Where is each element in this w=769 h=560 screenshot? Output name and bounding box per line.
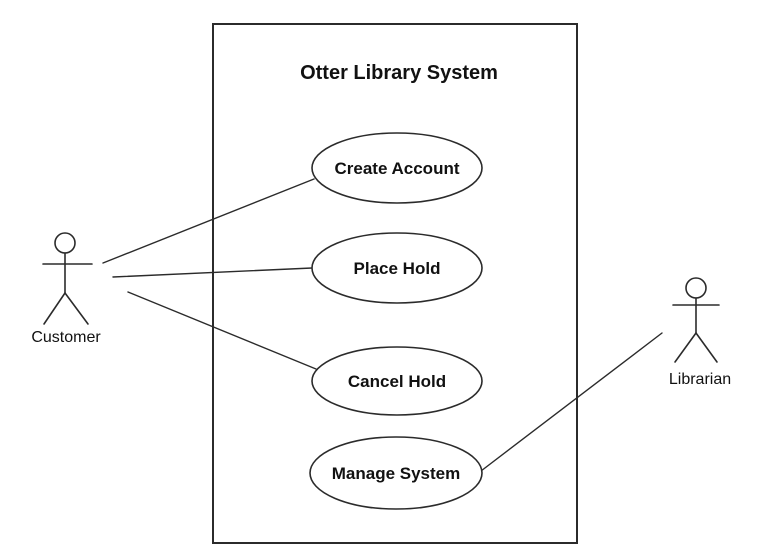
use-case-label-create-account: Create Account (334, 159, 459, 178)
association-customer-cancel-hold (127, 291, 317, 370)
use-case-label-place-hold: Place Hold (354, 259, 441, 278)
actor-customer-leg-right (64, 292, 89, 325)
use-case-manage-system (309, 436, 483, 510)
association-librarian-manage-system (480, 332, 663, 472)
association-customer-place-hold (112, 267, 313, 278)
use-case-label-manage-system: Manage System (332, 464, 461, 483)
use-case-cancel-hold (311, 346, 483, 416)
actor-librarian-head (685, 277, 707, 299)
actor-librarian-leg-left (674, 332, 697, 363)
association-customer-create-account (102, 178, 315, 264)
system-title: Otter Library System (300, 62, 498, 84)
actor-label-librarian: Librarian (669, 371, 731, 388)
use-case-label-cancel-hold: Cancel Hold (348, 372, 446, 391)
use-case-create-account (311, 132, 483, 204)
actor-librarian-leg-right (695, 332, 718, 363)
actor-customer-head (54, 232, 76, 254)
actor-customer-leg-left (43, 292, 66, 325)
use-case-place-hold (311, 232, 483, 304)
actor-label-customer: Customer (31, 329, 101, 346)
